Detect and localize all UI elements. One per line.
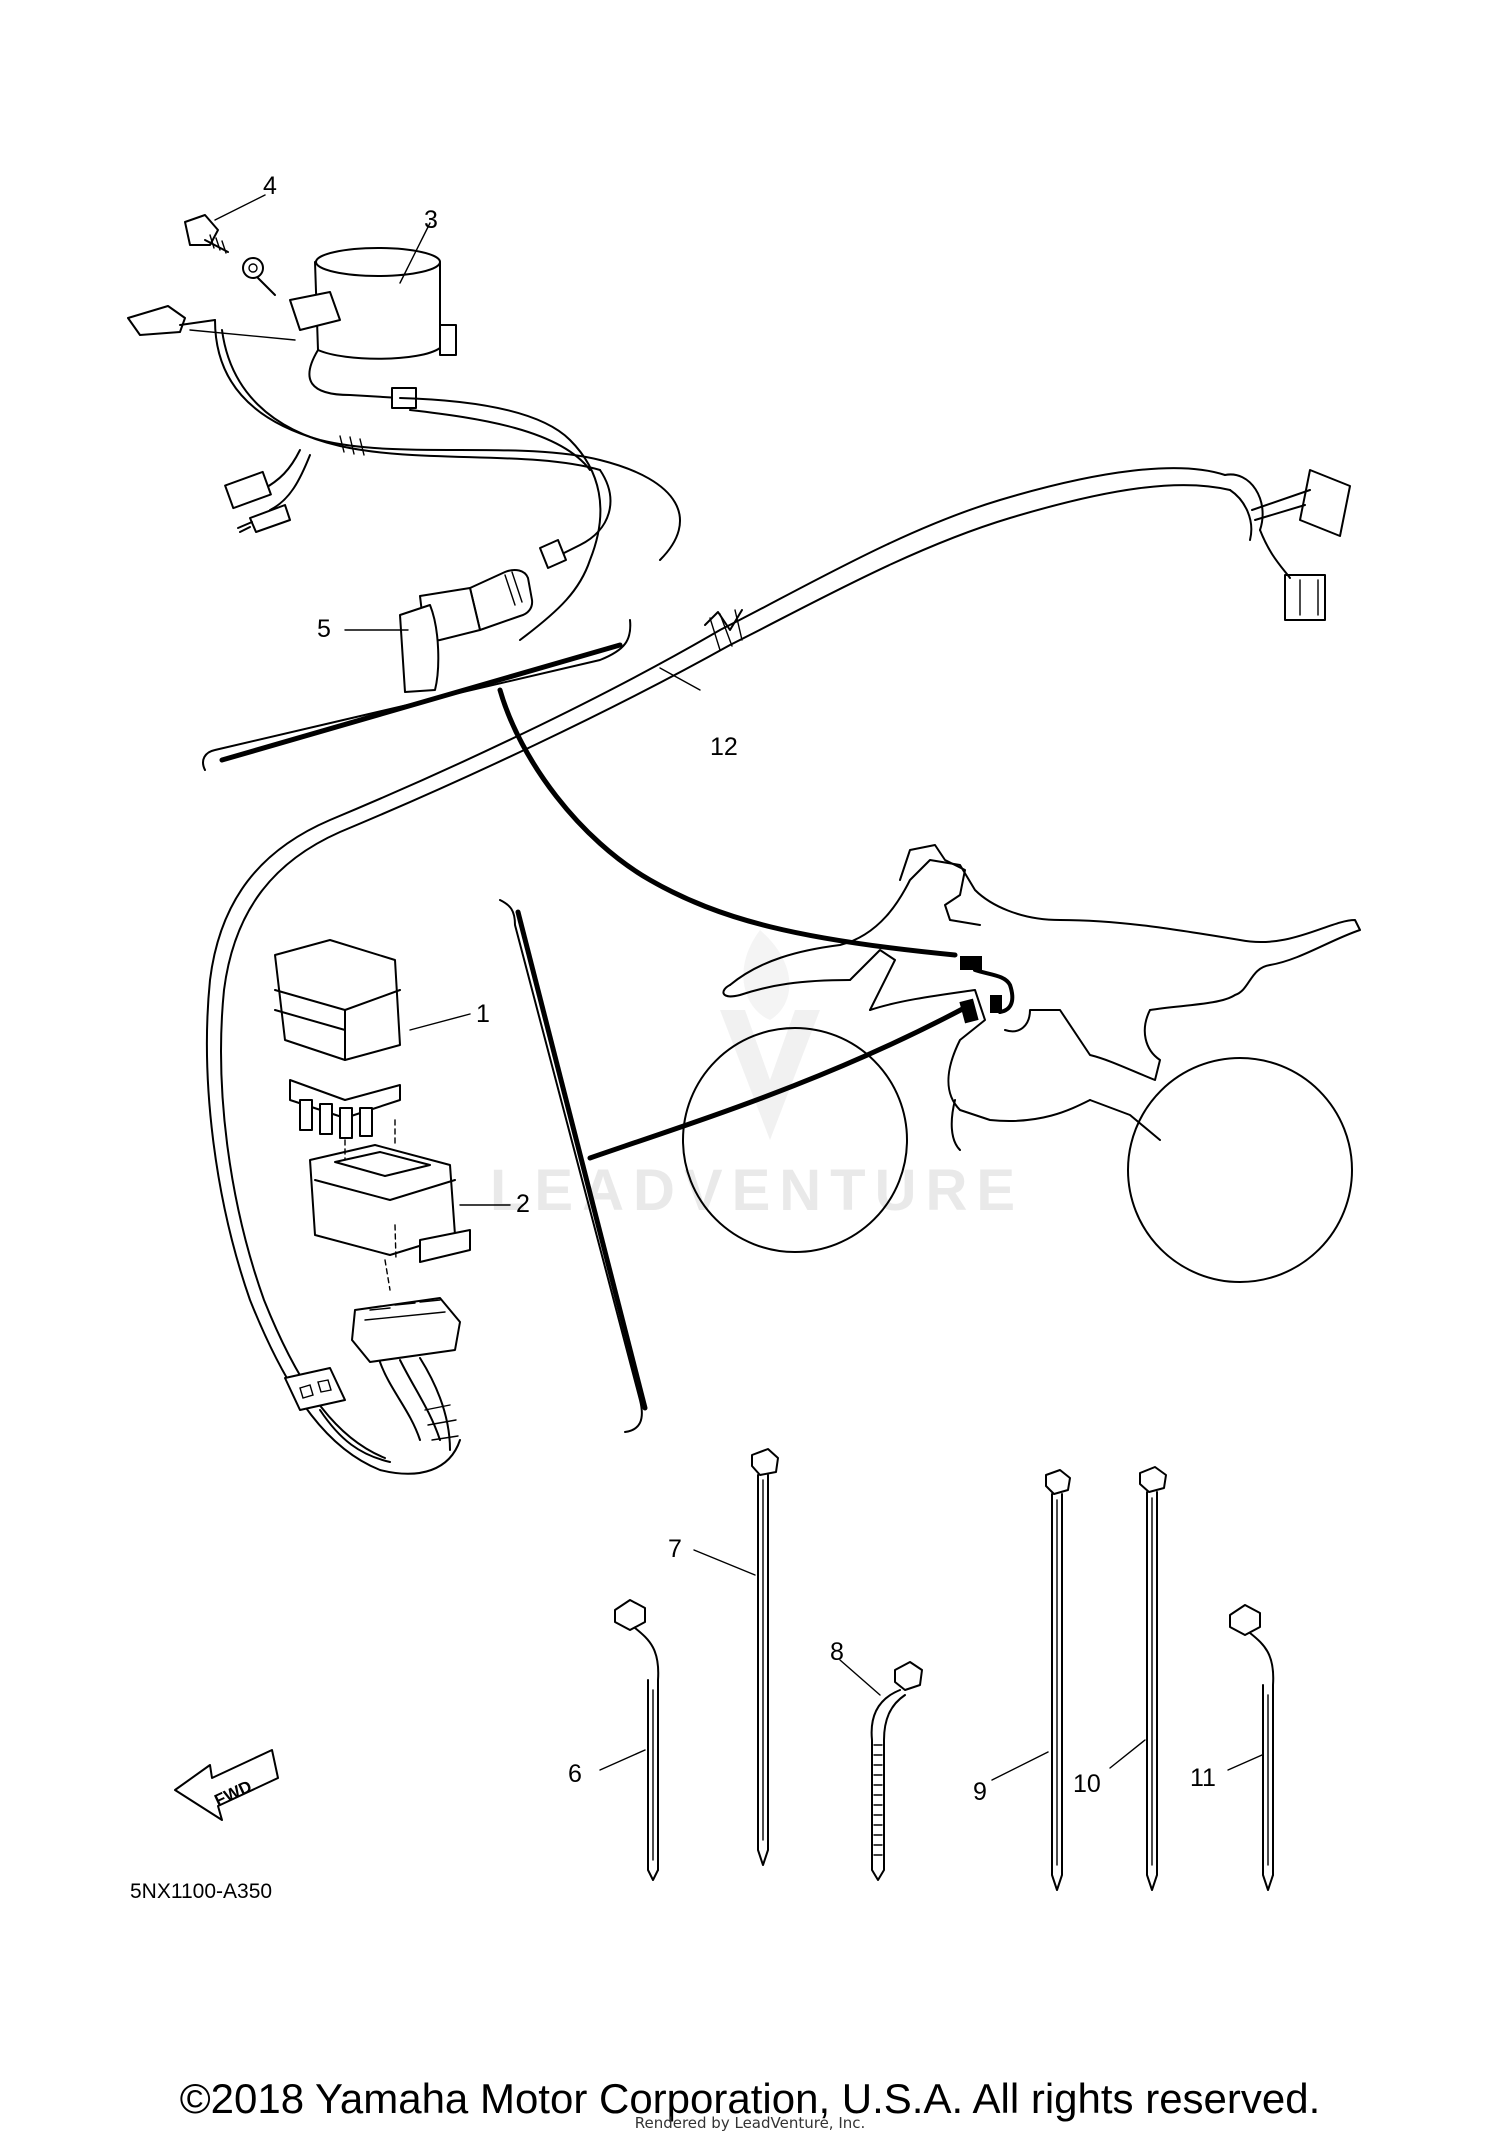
bolt (184, 214, 229, 254)
cdi-connector (284, 1297, 461, 1463)
diagram-code: 5NX1100-A350 (130, 1880, 272, 1903)
motorcycle-silhouette (682, 844, 1361, 1283)
part-label-10: 10 (1073, 1770, 1101, 1798)
forward-arrow-icon: FWD (174, 1749, 279, 1821)
spade-terminal (127, 305, 216, 336)
part-label-11: 11 (1190, 1764, 1216, 1792)
part-label-3: 3 (424, 206, 438, 234)
leadventure-logo-icon (720, 930, 820, 1140)
ignition-coil (289, 247, 457, 409)
part-label-4: 4 (263, 172, 277, 200)
leader-lines (189, 194, 1263, 1781)
cable-tie-8 (870, 1661, 923, 1881)
lower-group-bracket-bar (515, 909, 648, 1411)
cdi-holder (309, 1119, 471, 1291)
cable-tie-9 (1045, 1469, 1071, 1891)
part-label-6: 6 (568, 1760, 582, 1788)
part-label-12: 12 (710, 733, 738, 761)
part-labels: 1 2 3 4 5 6 7 8 9 10 11 12 (263, 172, 1216, 1806)
part-label-8: 8 (830, 1638, 844, 1666)
copyright-notice: ©2018 Yamaha Motor Corporation, U.S.A. A… (179, 2075, 1321, 2122)
spark-plug-cap (399, 469, 612, 693)
part-label-7: 7 (668, 1535, 682, 1563)
cable-tie-10 (1139, 1466, 1167, 1891)
upper-group-bracket-bar (219, 642, 623, 763)
lower-group-bracket (499, 899, 643, 1433)
cable-tie-7 (751, 1448, 779, 1866)
coil-wiring (214, 319, 681, 641)
cdi-location-marker (960, 956, 982, 970)
watermark-text: LEADVENTURE (490, 1158, 1024, 1223)
cable-tie-11 (1229, 1604, 1275, 1891)
cable-tie-6 (614, 1599, 660, 1881)
part-label-5: 5 (317, 615, 331, 643)
part-label-9: 9 (973, 1778, 987, 1806)
lower-group-leader (587, 1002, 973, 1161)
harness-location-marker (959, 998, 979, 1024)
leadventure-watermark: LEADVENTURE (490, 930, 1024, 1223)
cdi-unit (274, 939, 401, 1139)
part-label-2: 2 (516, 1190, 530, 1218)
part-label-1: 1 (476, 1000, 490, 1028)
wire-harness (205, 467, 1351, 1475)
ring-terminal (242, 257, 276, 296)
upper-group-leader (497, 687, 958, 958)
rendered-by-notice: Rendered by LeadVenture, Inc. (634, 2114, 866, 2132)
